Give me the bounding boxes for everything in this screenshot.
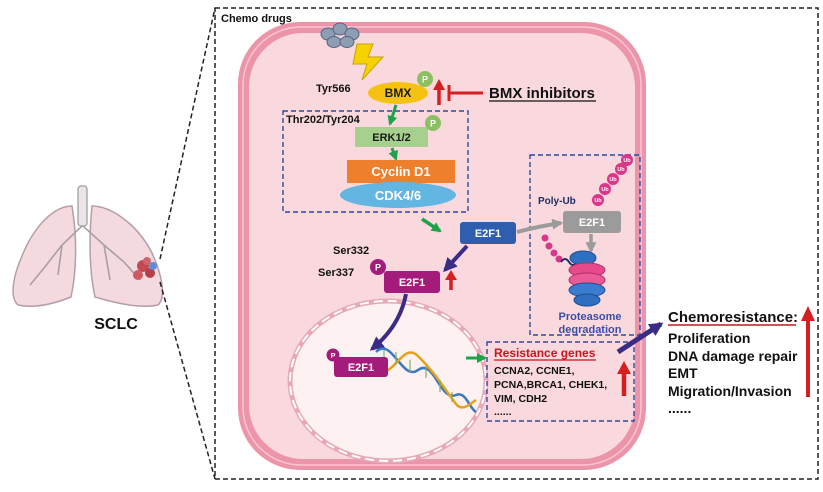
e2f1-to-phospho-e2f1-arrow: [443, 244, 469, 273]
bmx-up-arrow-icon: [433, 79, 445, 105]
inhibition-bar-icon: [447, 85, 483, 101]
e2f1-nuclear-phospho-icon: [326, 348, 340, 362]
chemoresistance-item: DNA damage repair: [668, 348, 798, 364]
chemoresistance-up-arrow-icon: [801, 306, 815, 397]
ub-icon: [607, 173, 619, 185]
resistance-genes-box: [486, 341, 635, 422]
bmx-label: BMX: [385, 86, 412, 100]
erk-label: ERK1/2: [372, 132, 411, 144]
degradation-label: degradation: [559, 324, 622, 336]
nucleus: [287, 298, 489, 464]
lightning-bolt-icon: [352, 43, 385, 81]
chemoresistance-item: ......: [668, 400, 691, 416]
membrane-transporter: [320, 22, 360, 48]
bmx-node: [368, 82, 428, 104]
ub-label: Ub: [623, 158, 631, 164]
cyclin-d1-label: Cyclin D1: [371, 164, 430, 179]
proteasome-label: Proteasome: [559, 311, 622, 323]
bronchial-tree: [29, 225, 141, 286]
erk-to-cyclin-arrow: [388, 147, 398, 161]
ub-icon: [599, 183, 611, 195]
e2f1-phospho-label: E2F1: [399, 277, 425, 289]
thr-tyr-label: Thr202/Tyr204: [286, 114, 361, 126]
cyclin-to-e2f1-arrow: [421, 217, 442, 233]
poly-ub-chain: Ub Ub Ub Ub Ub: [592, 154, 633, 206]
chemoresistance-item: Proliferation: [668, 330, 750, 346]
chemo-drugs-label: Chemo drugs: [221, 13, 292, 25]
resistance-gene-line: CCNA2, CCNE1,: [494, 365, 575, 377]
bmx-to-erk-arrow: [387, 104, 398, 126]
resistance-gene-line: VIM, CDH2: [494, 393, 547, 405]
bmx-inhibitors-label: BMX inhibitors: [489, 85, 595, 102]
e2f1-to-ubiquitination-arrow: [516, 218, 564, 234]
e2f1-up-arrow-icon: [445, 270, 457, 290]
poly-ub-label: Poly-Ub: [538, 196, 576, 207]
erk-phospho-label: P: [430, 119, 436, 129]
e2f1-nuclear-label: E2F1: [348, 362, 374, 374]
lungs-illustration: SCLC: [12, 185, 164, 333]
ub-label: Ub: [617, 167, 625, 173]
cdk46-label: CDK4/6: [375, 188, 421, 203]
genes-to-chemoresistance-arrow: [616, 321, 664, 355]
ser332-label: Ser332: [333, 245, 369, 257]
zoom-frame: [214, 7, 819, 480]
sclc-label: SCLC: [94, 316, 138, 333]
zoom-line-top: [159, 7, 216, 260]
cdk46-node: [340, 182, 456, 208]
cyclin-d1-node: [347, 160, 455, 183]
ub-label: Ub: [609, 177, 617, 183]
trachea: [77, 185, 88, 227]
erk-node: [355, 127, 428, 147]
e2f1-phospho-icon: [370, 259, 386, 275]
e2f1-free-node: [460, 222, 516, 244]
chemoresistance-item: EMT: [668, 365, 698, 381]
erk-cyclin-region-box: [282, 110, 469, 213]
left-lung: [12, 205, 77, 308]
cell-membrane-inner-line: [242, 26, 642, 466]
e2f1-ubiquitinated-node: [563, 211, 621, 233]
e2f1-free-label: E2F1: [475, 228, 501, 240]
e2f1-ubiquitinated-label: E2F1: [579, 217, 605, 229]
chemoresistance-title: Chemoresistance:: [668, 309, 798, 326]
ub-label: Ub: [594, 198, 602, 204]
resistance-gene-line: PCNA,BRCA1, CHEK1,: [494, 379, 607, 391]
tyr566-label: Tyr566: [316, 83, 351, 95]
ub-icon: [592, 194, 604, 206]
genes-up-arrow-icon: [617, 361, 631, 396]
chemoresistance-item: Migration/Invasion: [668, 383, 792, 399]
e2f1-nuclear-node: [334, 357, 388, 377]
right-lung: [89, 205, 164, 308]
phospho-e2f1-to-nucleus-arrow: [369, 293, 408, 351]
tumor: [133, 257, 157, 280]
ub-icon: [615, 163, 627, 175]
zoom-line-bottom: [159, 281, 216, 480]
bmx-phospho-icon: [417, 71, 433, 87]
e2f1-nuclear-p-label: P: [330, 351, 335, 360]
ser337-label: Ser337: [318, 267, 354, 279]
resistance-genes-title: Resistance genes: [494, 346, 596, 360]
ub-icon: [621, 154, 633, 166]
bmx-phospho-label: P: [422, 75, 428, 85]
degradation-region-box: [529, 154, 641, 336]
ub-label: Ub: [601, 187, 609, 193]
erk-phospho-icon: [425, 115, 441, 131]
e2f1-phospho-p-label: P: [375, 263, 381, 273]
dna-helix: [375, 347, 477, 414]
resistance-gene-line: ......: [494, 406, 512, 418]
e2f1-phospho-node: [384, 271, 440, 293]
proteasome-icon: [568, 250, 606, 307]
